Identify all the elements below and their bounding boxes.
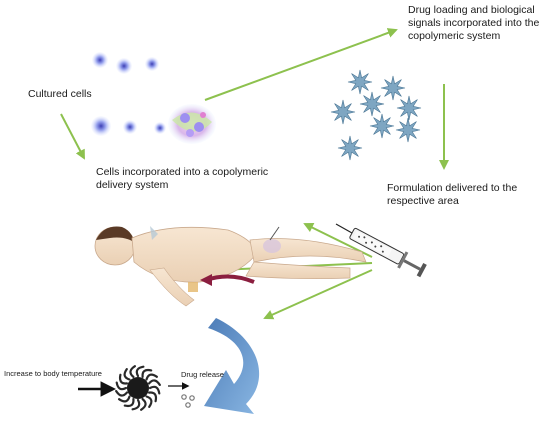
- polymer-star: [359, 91, 385, 117]
- micelle-chain: [145, 395, 153, 408]
- cultured-cells-label: Cultured cells: [28, 88, 92, 101]
- micelle-chain: [148, 385, 161, 395]
- drug-loading-label: Drug loading and biological signals inco…: [408, 4, 539, 43]
- syringe-icon: [335, 223, 427, 278]
- micelle-icon: [115, 365, 161, 411]
- cell-matrix-icon: [168, 104, 216, 144]
- micelle-chain: [131, 398, 141, 411]
- curved-release-arrow: [204, 318, 260, 414]
- cells-incorporated-label: Cells incorporated into a copolymeric de…: [96, 166, 268, 192]
- cell-icon: [91, 52, 166, 136]
- micelle-chain: [118, 373, 128, 385]
- arrow-to-drug-loading: [204, 28, 398, 101]
- formulation-label: Formulation delivered to the respective …: [387, 182, 517, 208]
- cells-incorporated-line-2: delivery system: [96, 179, 169, 191]
- drug-loading-line-2: signals incorporated into the: [408, 17, 540, 29]
- cultured-cells-text: Cultured cells: [28, 88, 92, 100]
- polymer-star: [347, 69, 373, 95]
- micelle-chain: [135, 365, 145, 378]
- micelle-chain: [118, 395, 131, 403]
- micelle-chain: [115, 381, 128, 391]
- polymer-star: [330, 99, 356, 125]
- cells-incorporated-line-1: Cells incorporated into a copolymeric: [96, 166, 269, 178]
- drug-release-label: Drug release: [181, 370, 224, 379]
- polymer-star: [369, 113, 395, 139]
- polymer-star: [396, 95, 422, 121]
- formulation-line-2: respective area: [387, 195, 459, 207]
- micelle-chain: [123, 368, 131, 381]
- polymer-star: [380, 75, 406, 101]
- micelle-chain: [140, 398, 147, 411]
- micelle-chain: [148, 379, 161, 386]
- patient-body-icon: [94, 226, 367, 307]
- arrow-to-lower-body: [263, 269, 373, 320]
- polymer-star: [395, 117, 421, 143]
- micelle-chain: [123, 398, 135, 408]
- drug-loading-line-1: Drug loading and biological: [408, 4, 535, 16]
- micelle-chain: [115, 390, 128, 397]
- polymer-network-icon: [330, 69, 422, 161]
- drug-particle-icon: [181, 394, 195, 408]
- pathway-curve: [205, 274, 255, 284]
- micelle-chain: [145, 373, 158, 381]
- formulation-line-1: Formulation delivered to the: [387, 182, 518, 194]
- body-temperature-label: Increase to body temperature: [4, 369, 102, 378]
- drug-release-text: Drug release: [181, 370, 224, 379]
- drug-loading-line-3: copolymeric system: [408, 30, 501, 42]
- micelle-chain: [148, 391, 158, 403]
- micelle-chain: [141, 368, 153, 378]
- micelle-core: [127, 377, 149, 399]
- arrow-cultured-to-incorporated: [60, 113, 85, 160]
- body-temperature-text: Increase to body temperature: [4, 369, 102, 378]
- micelle-chain: [129, 365, 136, 378]
- polymer-star: [337, 135, 363, 161]
